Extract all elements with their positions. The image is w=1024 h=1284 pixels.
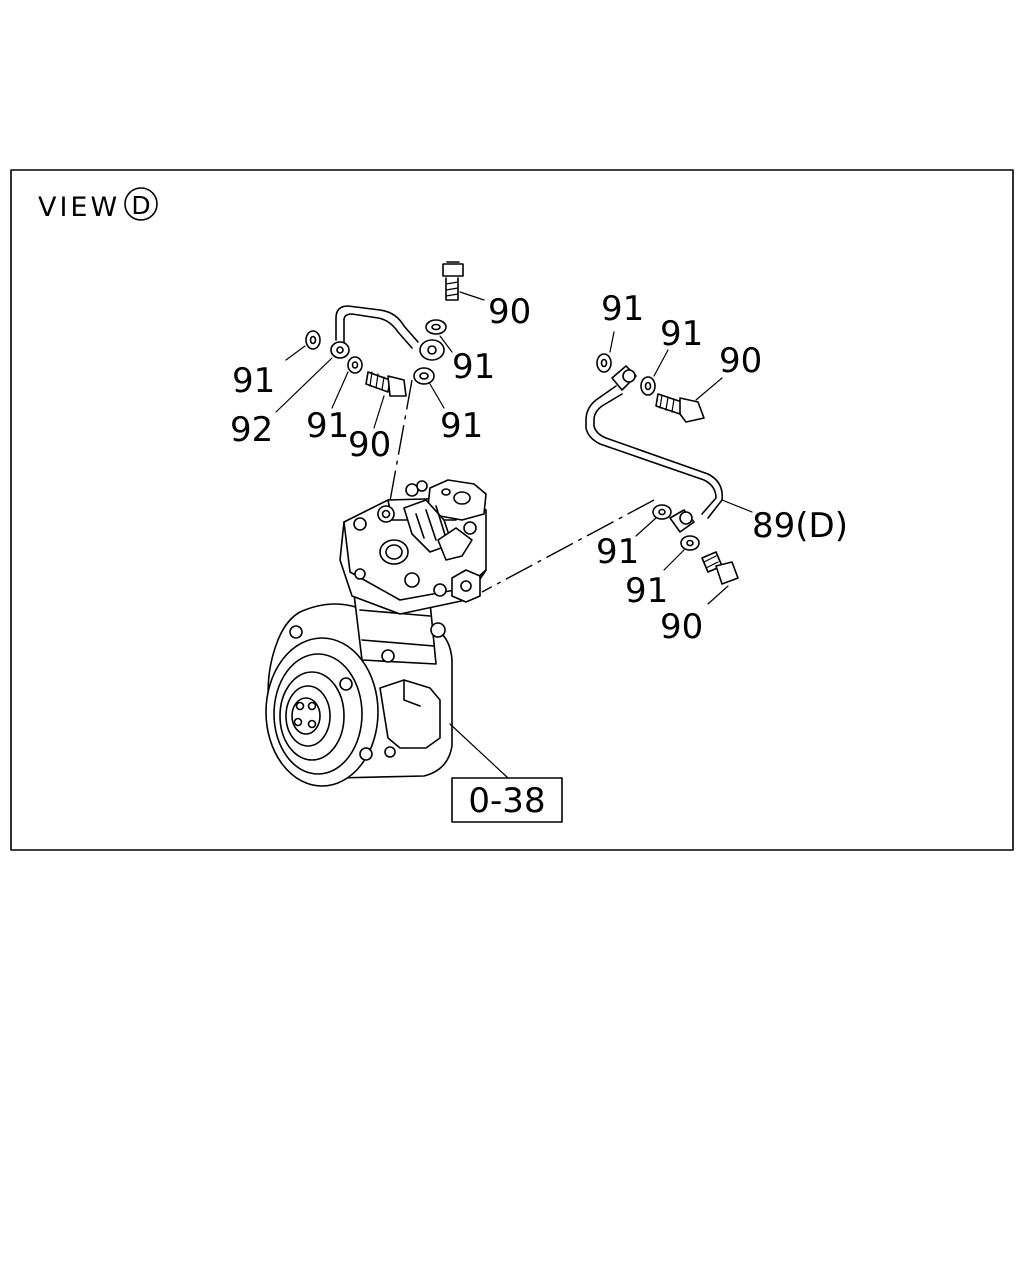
callout-92: 92 [230,410,273,450]
left-pipe-assembly [275,261,485,429]
callout-91-right-c: 91 [596,532,639,572]
callout-91-right-d: 91 [625,571,668,611]
compressor-body [265,479,487,787]
view-heading: VIEW [38,192,120,223]
callout-91-upper-mid: 91 [452,347,495,387]
diagram-frame [10,169,1014,851]
callout-90-top: 90 [488,292,531,332]
center-line-left [387,379,413,513]
callout-91-left: 91 [232,361,275,401]
reference-label: 0-38 [468,781,545,821]
callout-90-right-bottom: 90 [660,607,703,647]
reference-box [451,777,563,823]
callout-91-lower-left: 91 [306,406,349,446]
callout-91-right-b: 91 [660,314,703,354]
right-pipe-assembly [585,331,753,605]
callout-90-right-top: 90 [719,341,762,381]
center-line-right [481,499,655,593]
callout-91-right-a: 91 [601,289,644,329]
callout-89-d: 89(D) [752,506,848,546]
reference-leader [449,723,509,779]
view-letter: D [131,191,150,220]
callout-labels: 90 91 91 92 91 90 91 91 91 90 89(D) 91 9… [230,289,848,647]
callout-90-left: 90 [348,425,391,465]
callout-91-lower-mid: 91 [440,406,483,446]
view-letter-circle [124,187,158,221]
